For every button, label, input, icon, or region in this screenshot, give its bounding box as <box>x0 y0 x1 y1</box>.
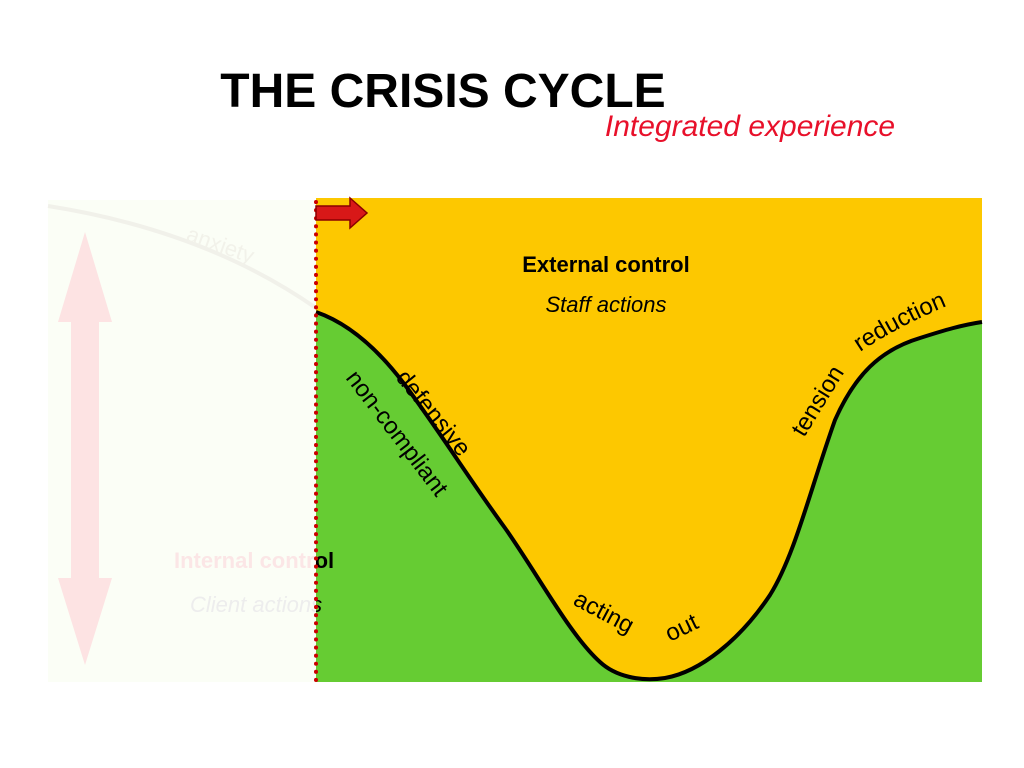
internal-control-visible: Internal control Client actions <box>174 548 334 617</box>
internal-control-region <box>316 312 982 682</box>
internal-control-heading: Internal control <box>174 548 334 573</box>
progress-arrow-icon <box>315 196 369 230</box>
internal-control-subheading: Client actions <box>190 592 322 617</box>
svg-text:Internal control: Internal control <box>174 548 334 573</box>
external-control-heading: External control <box>522 252 689 277</box>
slide-subtitle: Integrated experience <box>604 110 896 143</box>
faded-double-arrow <box>58 232 112 665</box>
slide-title: THE CRISIS CYCLE <box>220 65 666 118</box>
external-control-subheading: Staff actions <box>545 292 666 317</box>
faded-anxiety-curve <box>47 204 318 310</box>
svg-text:Client actions: Client actions <box>190 592 322 617</box>
internal-control-faded: Internal control Client actions <box>174 548 334 617</box>
